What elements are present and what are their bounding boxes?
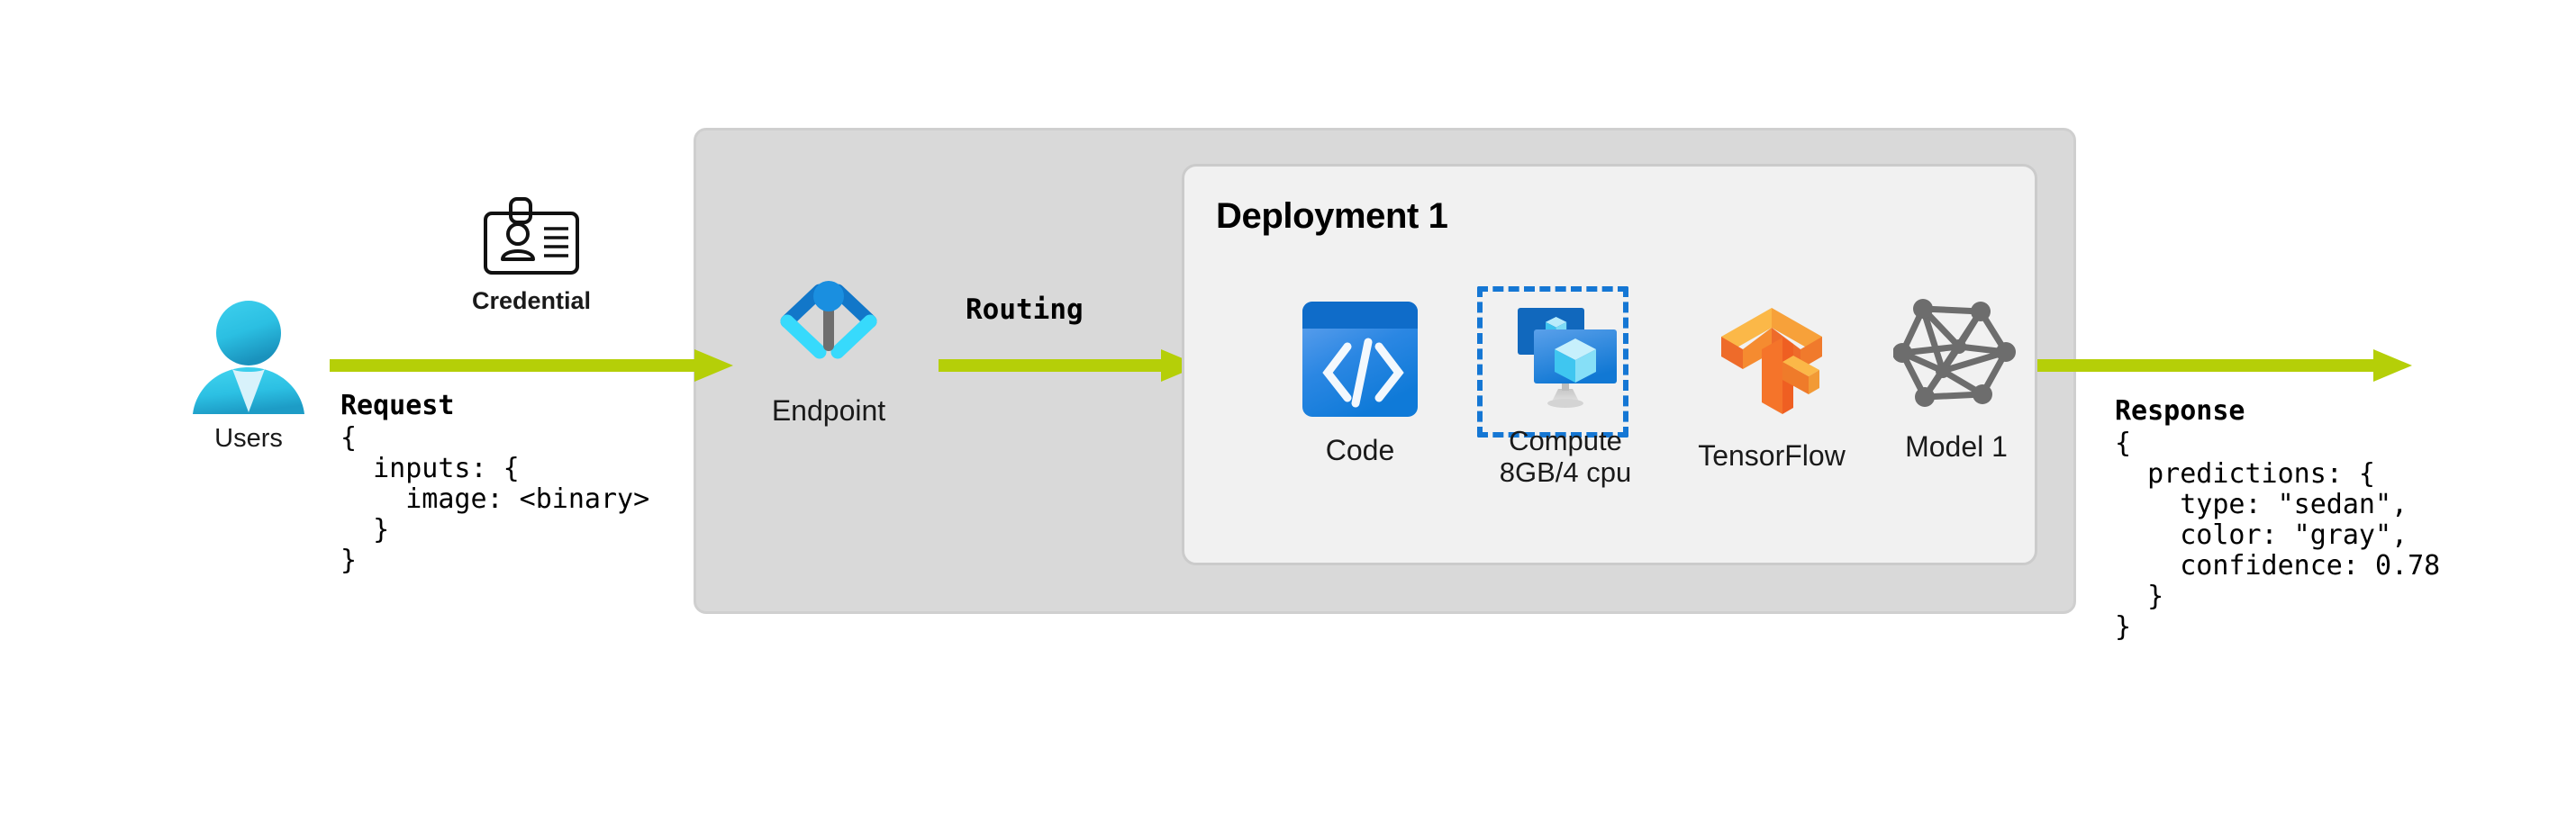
arrow-routing: [939, 349, 1200, 391]
request-body: { inputs: { image: <binary> } }: [340, 422, 650, 576]
endpoint-angle-brackets-icon: [748, 279, 910, 384]
deployment-item-tensorflow: TensorFlow: [1677, 290, 1866, 473]
compute-label: Compute: [1509, 425, 1622, 456]
deployment-item-compute: Compute 8GB/4 cpu: [1475, 286, 1655, 488]
users-label: Users: [214, 424, 283, 453]
endpoint-node: Endpoint: [748, 279, 910, 428]
request-title: Request: [340, 390, 455, 421]
model-label: Model 1: [1905, 430, 2008, 463]
user-avatar-icon: [168, 297, 330, 420]
routing-label: Routing: [966, 293, 1084, 326]
code-window-icon: [1283, 297, 1437, 426]
response-title: Response: [2115, 395, 2245, 427]
tensorflow-label: TensorFlow: [1698, 439, 1846, 472]
deployment-title: Deployment 1: [1216, 196, 1448, 236]
model-graph-icon: [1875, 290, 2037, 419]
arrow-response: [2030, 349, 2412, 391]
deployment-item-code: Code: [1283, 297, 1437, 467]
request-code-block: Request{ inputs: { image: <binary> } }: [340, 391, 649, 576]
credential-node: Credential: [441, 196, 621, 314]
users-node: Users: [168, 297, 330, 453]
deployment-item-model: Model 1: [1875, 290, 2037, 464]
tensorflow-logo-icon: [1677, 290, 1866, 429]
code-label: Code: [1325, 434, 1395, 466]
endpoint-label: Endpoint: [771, 394, 886, 427]
response-body: { predictions: { type: "sedan", color: "…: [2115, 428, 2441, 643]
id-badge-icon: [441, 196, 621, 280]
arrow-request: [330, 349, 733, 391]
compute-monitors-icon: [1475, 286, 1655, 419]
response-code-block: Response{ predictions: { type: "sedan", …: [2115, 396, 2440, 643]
compute-sublabel: 8GB/4 cpu: [1499, 456, 1632, 488]
credential-label: Credential: [471, 287, 592, 314]
compute-selection-ring: [1477, 286, 1628, 438]
